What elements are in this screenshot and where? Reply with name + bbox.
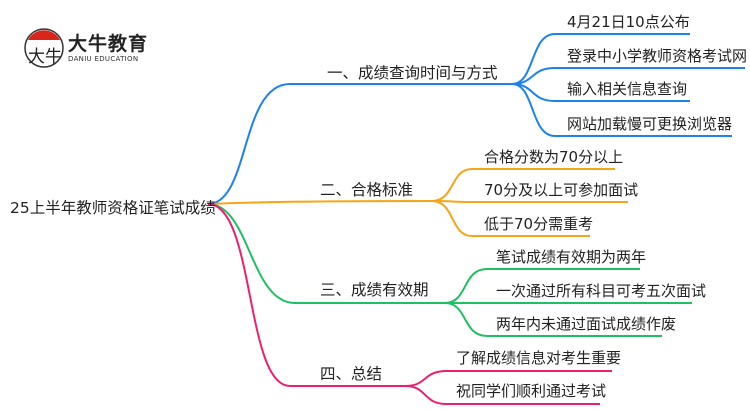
branch-3-child-1-connector <box>444 268 640 304</box>
branch-1-child-1: 4月21日10点公布 <box>567 13 690 31</box>
logo-mark-icon: 大牛 <box>24 28 64 68</box>
branch-1-child-4-connector <box>511 83 732 137</box>
branch-2-child-1-connector <box>431 168 615 202</box>
logo-name: 大牛教育 <box>68 33 149 55</box>
branch-4-label: 四、总结 <box>320 365 383 383</box>
branch-4-child-1: 了解成绩信息对考生重要 <box>456 349 622 367</box>
branch-1-child-2-connector <box>511 67 745 85</box>
logo-subtitle: DANIU EDUCATION <box>68 55 139 63</box>
branch-4-child-1-connector <box>404 370 612 387</box>
branch-1-child-3-connector <box>511 83 690 102</box>
branch-1-label: 一、成绩查询时间与方式 <box>327 64 498 82</box>
branch-4-child-2-connector <box>404 385 600 405</box>
branch-2-child-2-connector <box>431 200 628 203</box>
branch-3-child-3-connector <box>444 302 662 337</box>
branch-3-label: 三、成绩有效期 <box>320 281 429 299</box>
branch-3-child-1: 笔试成绩有效期为两年 <box>496 248 647 266</box>
branch-2-child-1: 合格分数为70分以上 <box>484 148 624 166</box>
branch-2-child-3: 低于70分需重考 <box>484 215 594 233</box>
branch-4-connector <box>207 203 405 387</box>
branch-1-connector <box>207 83 512 205</box>
branch-2-connector <box>207 200 433 205</box>
logo: 大牛 大牛教育 DANIU EDUCATION <box>22 26 192 70</box>
branch-1-child-3: 输入相关信息查询 <box>567 80 688 98</box>
branch-3-child-2: 一次通过所有科目可考五次面试 <box>496 282 707 300</box>
branch-2-child-3-connector <box>431 200 590 237</box>
root-topic: 25上半年教师资格证笔试成绩 <box>10 199 216 217</box>
branch-4-child-2: 祝同学们顺利通过考试 <box>456 382 607 400</box>
branch-1-child-4: 网站加载慢可更换浏览器 <box>567 115 733 133</box>
branch-3-connector <box>207 203 445 304</box>
branch-2-child-2: 70分及以上可参加面试 <box>484 181 639 199</box>
branch-3-child-3: 两年内未通过面试成绩作废 <box>496 315 677 333</box>
svg-text:大牛: 大牛 <box>28 47 62 67</box>
branch-2-label: 二、合格标准 <box>320 181 414 199</box>
branch-1-child-2: 登录中小学教师资格考试网 <box>567 47 748 65</box>
branch-1-child-1-connector <box>511 33 690 85</box>
